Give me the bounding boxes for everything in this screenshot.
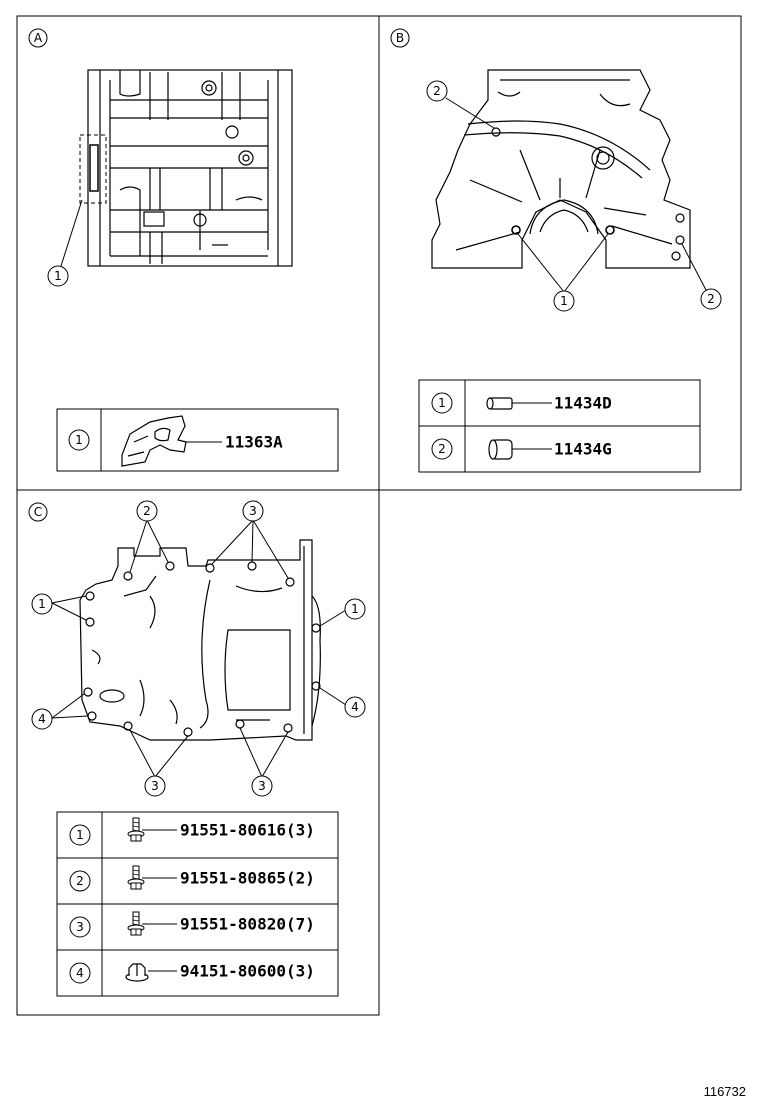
panel-a: A [28,28,339,472]
callout-circle [242,500,264,522]
cylinder-block-illustration [87,69,293,267]
callout-number: 2 [707,292,715,306]
callout-circle [136,500,158,522]
bolt-icon [127,817,145,842]
dowel-pin-icon [486,397,513,410]
oil-pan-illustration [79,539,321,741]
parts-table-a: 1 11363A [56,408,339,472]
panel-a-label-circle [28,28,48,48]
callout-circle [700,288,722,310]
callout-leaders [445,97,707,293]
parts-row-number: 3 [76,920,84,934]
part-number: 94151-80600(3) [180,962,315,981]
callout-circle [47,265,69,287]
bolt-icon [127,911,145,936]
parts-row-number: 1 [438,396,446,410]
part-number: 11363A [225,433,283,452]
panel-b: B [390,28,722,473]
bolt-holes [83,561,321,737]
part-number: 91551-80616(3) [180,821,315,840]
callout-number: 3 [151,779,159,793]
callout-circle [251,775,273,797]
figure-id: 116732 [703,1084,746,1099]
panel-b-letter: B [396,31,404,45]
parts-row-number: 4 [76,966,84,980]
parts-table-c: 1 91551-80616(3) 2 91551-80865(2) 3 9155… [56,811,339,997]
panel-c-letter: C [34,505,42,519]
block-end-illustration [431,69,691,269]
callout-circle [426,80,448,102]
parts-row-number: 1 [76,828,84,842]
panel-c-label-circle [28,502,48,522]
callout-leader [60,199,83,267]
parts-row-number: 1 [75,433,83,447]
panel-frames [16,15,742,1016]
callout-leaders [51,519,347,778]
callout-number: 1 [560,294,568,308]
panel-c: C [28,500,366,997]
callout-number: 3 [258,779,266,793]
parts-row-number: 2 [438,442,446,456]
highlight-box [79,134,107,204]
callout-number: 1 [351,602,359,616]
bracket-icon [121,415,187,467]
part-number: 11434D [554,394,612,413]
callout-number: 1 [54,269,62,283]
callout-circle [31,708,53,730]
callout-number: 2 [433,84,441,98]
callout-number: 4 [38,712,46,726]
ring-dowel-icon [488,439,513,460]
parts-table-b: 1 11434D 2 11434G [418,379,701,473]
callout-number: 3 [249,504,257,518]
panel-b-label-circle [390,28,410,48]
bolt-icon [127,865,145,890]
callout-number: 1 [38,597,46,611]
callout-circle [344,598,366,620]
callout-circle [144,775,166,797]
part-number: 11434G [554,440,612,459]
flange-nut-icon [125,963,149,982]
callout-circle [31,593,53,615]
callout-circle [344,696,366,718]
panel-a-letter: A [34,31,43,45]
callout-number: 4 [351,700,359,714]
part-number: 91551-80820(7) [180,915,315,934]
parts-row-number: 2 [76,874,84,888]
part-number: 91551-80865(2) [180,869,315,888]
callout-number: 2 [143,504,151,518]
callout-circle [553,290,575,312]
